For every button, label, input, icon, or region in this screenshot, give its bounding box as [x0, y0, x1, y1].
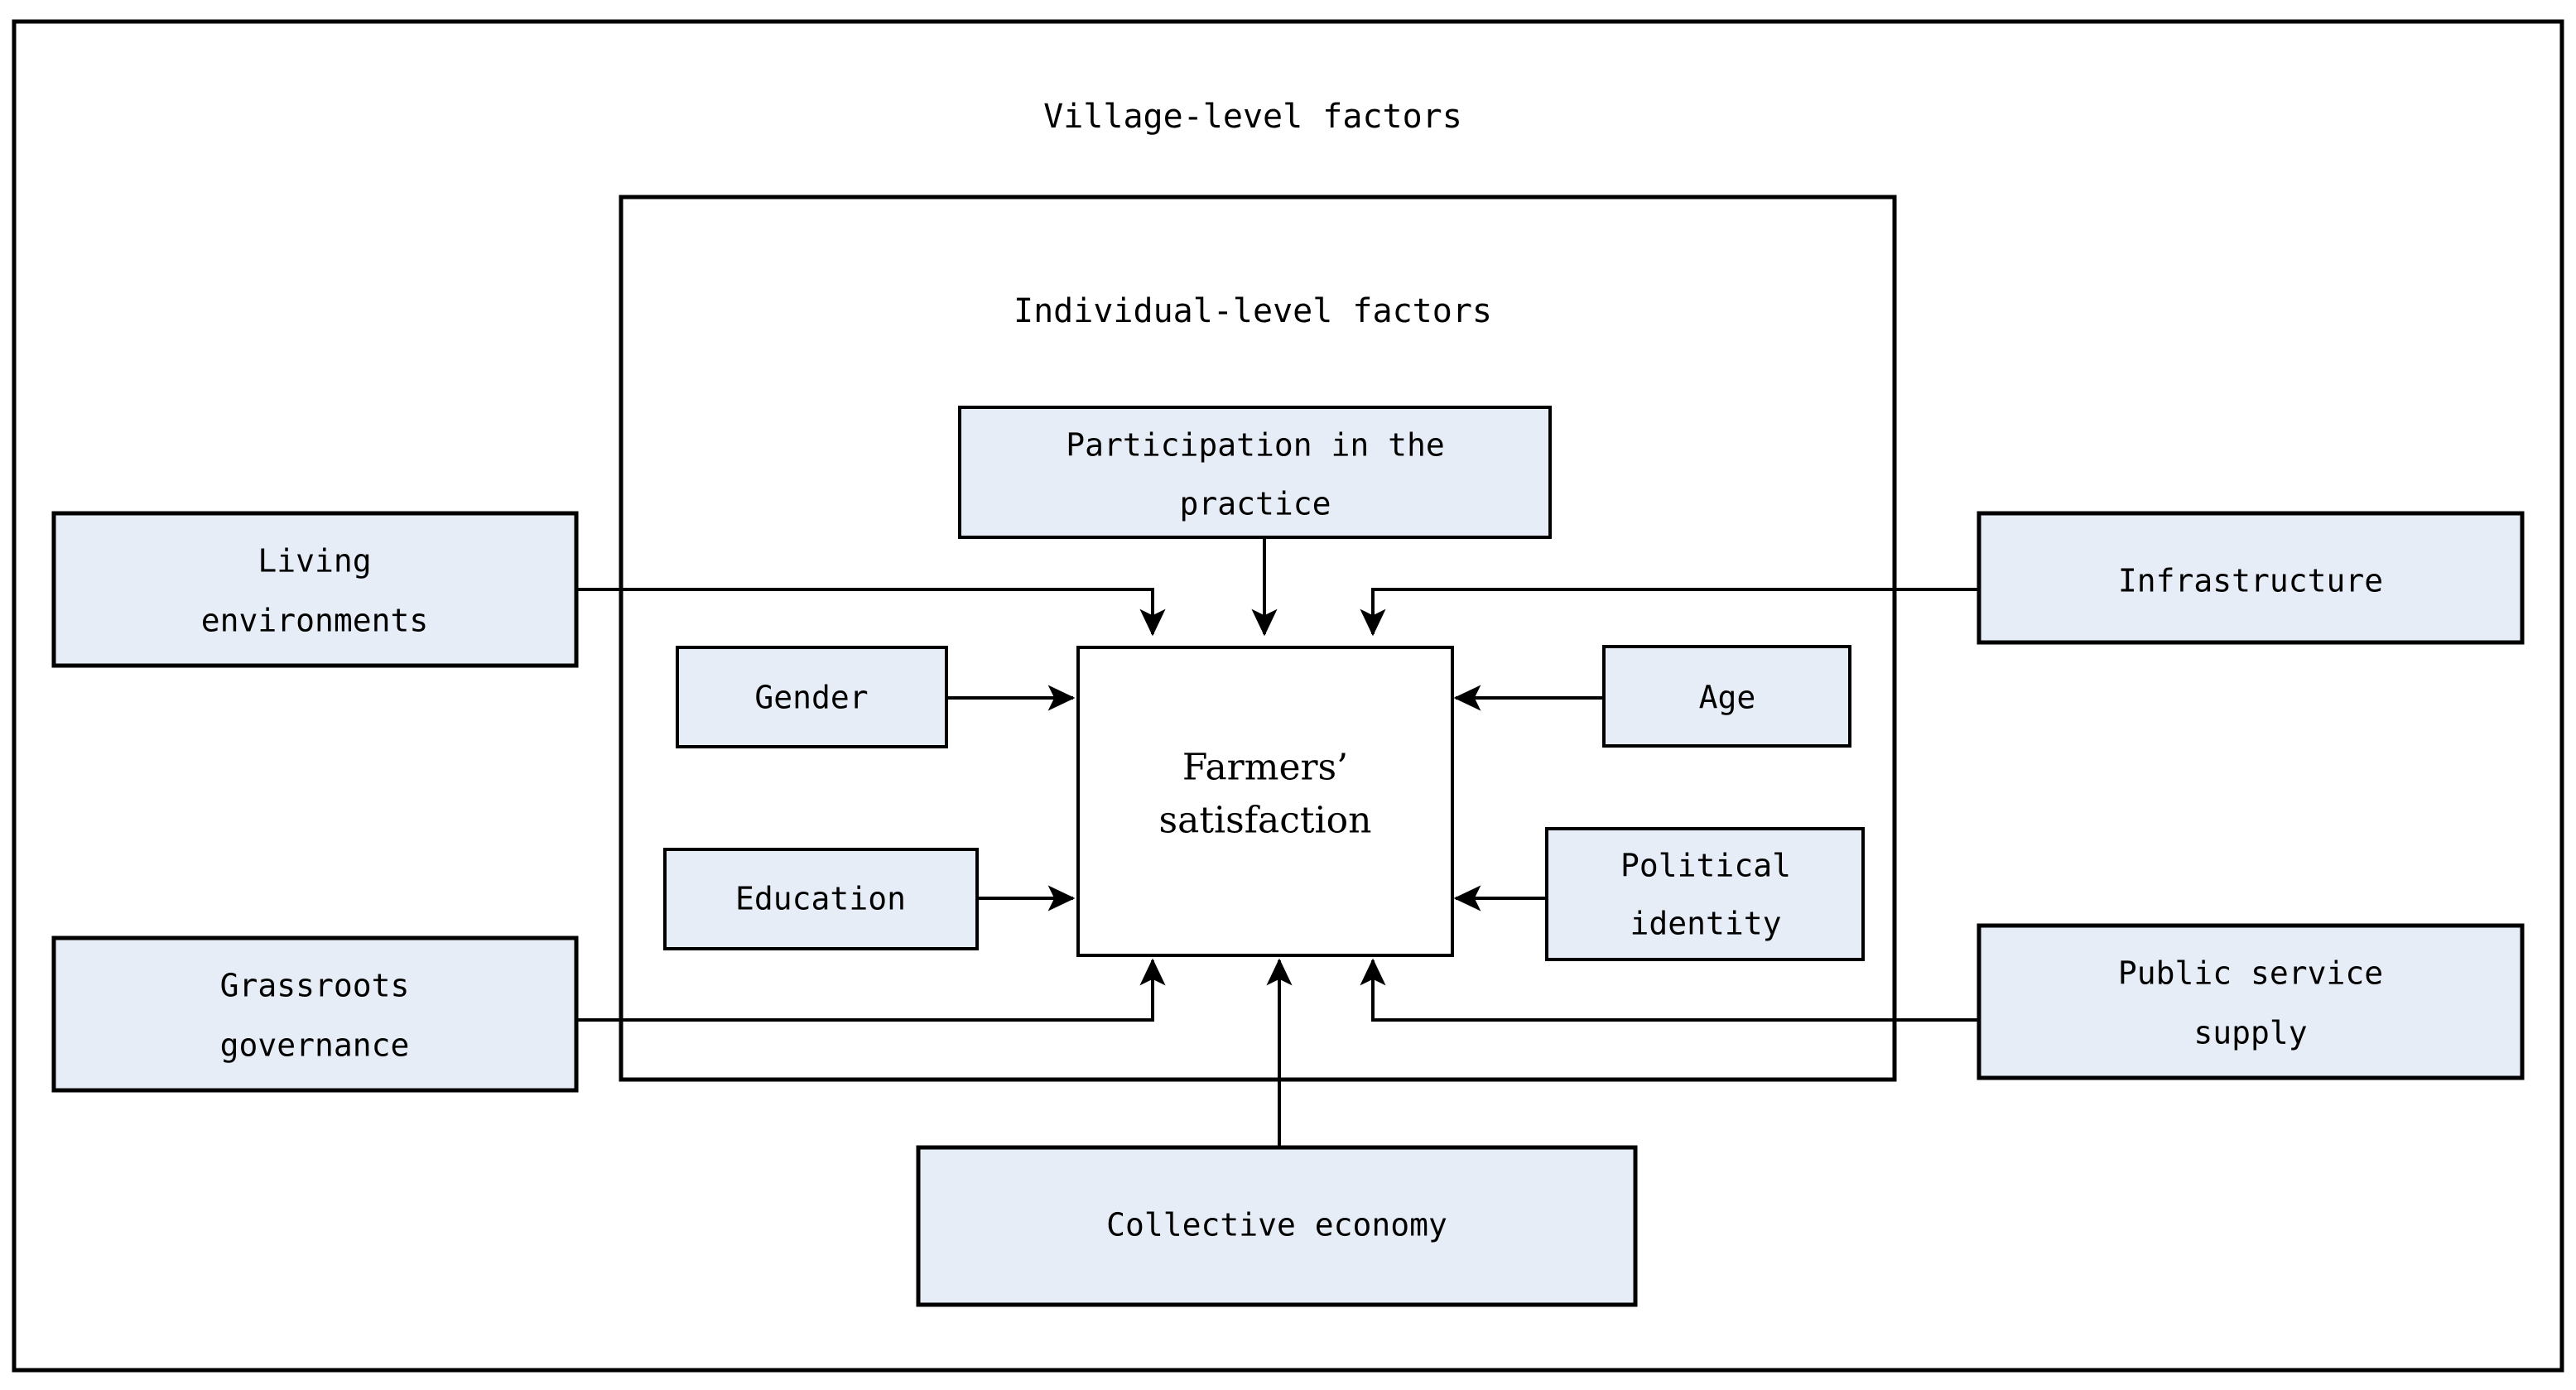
inner-frame-title: Individual-level factors: [1014, 292, 1492, 330]
node-living-environments-label-line1: Living: [258, 543, 371, 580]
edge-grassroots-governance-to-center: [576, 958, 1166, 1022]
node-grassroots-governance[interactable]: Grassroots governance: [51, 935, 579, 1093]
node-participation-in-the-practice[interactable]: Participation in the practice: [958, 406, 1552, 539]
edge-public-service-supply-to-center: [1360, 958, 1979, 1022]
node-public-service-supply-label-line1: Public service: [2118, 955, 2383, 992]
node-grassroots-governance-label-line1: Grassroots: [220, 968, 410, 1004]
node-gender-label: Gender: [754, 680, 868, 716]
node-age[interactable]: Age: [1602, 645, 1851, 748]
node-gender[interactable]: Gender: [676, 646, 948, 748]
inner-frame-individual-level: [619, 195, 1897, 1082]
node-collective-economy[interactable]: Collective economy: [916, 1145, 1638, 1307]
center-label-line1: Farmers’: [1182, 747, 1348, 789]
node-infrastructure-label-line1: Infrastructure: [2118, 563, 2383, 599]
edge-infrastructure-to-center: [1360, 588, 1979, 637]
node-education[interactable]: Education: [663, 848, 979, 950]
node-political-identity-label-line2: identity: [1630, 906, 1781, 942]
node-grassroots-governance-label-line2: governance: [220, 1027, 410, 1064]
node-age-label: Age: [1699, 680, 1756, 716]
node-participation-label-line2: practice: [1179, 486, 1331, 522]
outer-frame-title: Village-level factors: [1043, 98, 1462, 136]
node-farmers-satisfaction[interactable]: Farmers’ satisfaction: [1076, 646, 1454, 957]
edge-living-environments-to-center: [576, 588, 1166, 637]
node-political-identity[interactable]: Political identity: [1545, 827, 1865, 961]
outer-frame-village-level: [12, 19, 2564, 1373]
node-public-service-supply[interactable]: Public service supply: [1977, 923, 2525, 1080]
node-participation-label-line1: Participation in the: [1066, 427, 1445, 464]
node-infrastructure[interactable]: Infrastructure: [1977, 511, 2525, 645]
node-living-environments[interactable]: Living environments: [51, 511, 579, 668]
node-political-identity-label-line1: Political: [1620, 848, 1791, 884]
node-living-environments-label-line2: environments: [201, 603, 429, 639]
node-collective-economy-label-line1: Collective economy: [1106, 1207, 1447, 1243]
node-education-label: Education: [735, 881, 906, 917]
node-public-service-supply-label-line2: supply: [2193, 1015, 2307, 1051]
center-label-line2: satisfaction: [1159, 800, 1372, 842]
